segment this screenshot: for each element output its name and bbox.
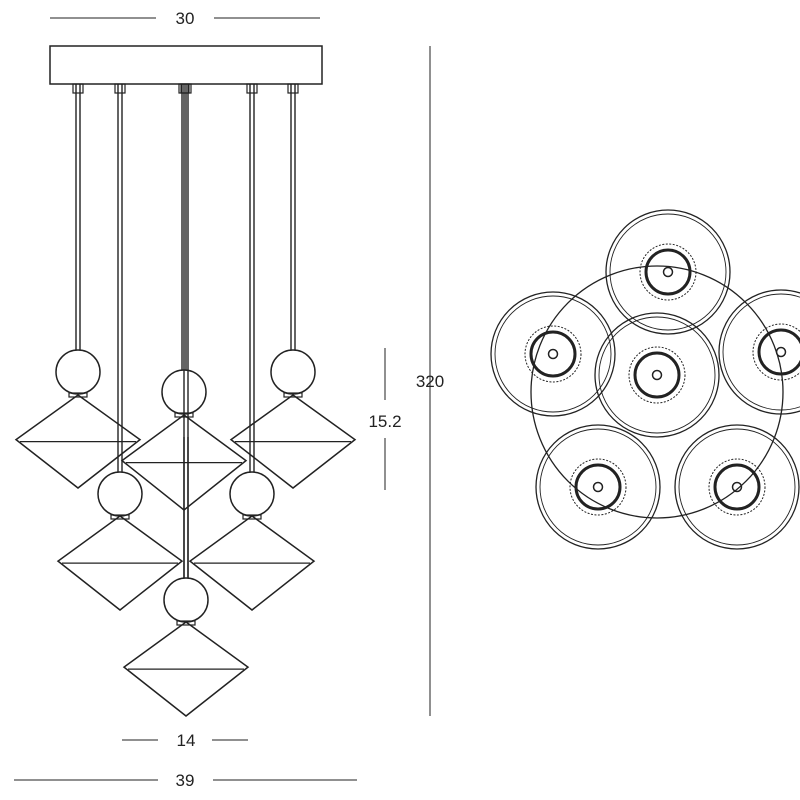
shade-rim-outer (674, 424, 800, 550)
pendant-shades (14, 349, 357, 717)
plan-shades (490, 209, 800, 550)
globe-bulb (229, 471, 275, 517)
pendant (229, 349, 357, 489)
shade-rim-inner (722, 293, 800, 411)
cable-connector (114, 83, 126, 94)
pendant (188, 471, 316, 611)
shade-collar (176, 620, 196, 626)
center-point (662, 266, 674, 278)
shade-rim-outer (490, 291, 616, 417)
shade-rim-outer (594, 312, 720, 438)
cable-connector (246, 83, 258, 94)
shade-rim-outer (718, 289, 800, 415)
plan-shade (490, 291, 616, 417)
globe-outline (524, 325, 582, 383)
front-view (14, 45, 357, 717)
pendant-cables (72, 83, 299, 578)
globe-bulb (270, 349, 316, 395)
shade-rim-outer (605, 209, 731, 335)
globe-outline (752, 323, 800, 381)
diamond-shade (122, 621, 250, 717)
globe-ring (574, 463, 622, 511)
shade-rim-inner (539, 428, 657, 546)
globe-bulb (163, 577, 209, 623)
plan-shade (718, 289, 800, 415)
plan-shade (674, 424, 800, 550)
ceiling-canopy (49, 45, 323, 85)
shade-rim-inner (598, 316, 716, 434)
dimension-canopy-width: 30 (50, 9, 320, 28)
diamond-shade (188, 515, 316, 611)
globe-ring (713, 463, 761, 511)
cable-connector (287, 83, 299, 94)
shade-width-label: 14 (177, 731, 196, 750)
globe-outline (569, 458, 627, 516)
center-point (547, 348, 559, 360)
center-point (651, 369, 663, 381)
shade-collar (174, 412, 194, 418)
shade-height-label: 15.2 (368, 412, 401, 431)
shade-rim-inner (494, 295, 612, 413)
plan-shade (594, 312, 720, 438)
center-point (775, 346, 787, 358)
globe-ring (757, 328, 800, 376)
plan-shade (535, 424, 661, 550)
globe-bulb (55, 349, 101, 395)
pendant (122, 577, 250, 717)
canopy-width-label: 30 (176, 9, 195, 28)
plan-shade (605, 209, 731, 335)
center-point (731, 481, 743, 493)
overall-height-label: 320 (416, 372, 444, 391)
pendant (14, 349, 142, 489)
center-point (592, 481, 604, 493)
globe-bulb (97, 471, 143, 517)
canopy-outline-plan (530, 265, 784, 519)
shade-collar (68, 392, 88, 398)
dimension-shade-width: 14 (122, 731, 248, 750)
globe-bulb (161, 369, 207, 415)
globe-outline (639, 243, 697, 301)
globe-outline (708, 458, 766, 516)
pendant (56, 471, 184, 611)
globe-ring (633, 351, 681, 399)
dimension-overall-height: 320 (416, 46, 444, 716)
shade-collar (283, 392, 303, 398)
dimension-overall-width: 39 (14, 771, 357, 790)
diamond-shade (56, 515, 184, 611)
cable-connector (180, 83, 192, 94)
shade-rim-inner (678, 428, 796, 546)
shade-rim-inner (609, 213, 727, 331)
top-view (490, 209, 800, 550)
globe-ring (529, 330, 577, 378)
overall-width-label: 39 (176, 771, 195, 790)
pendant (120, 369, 248, 511)
diamond-shade (14, 394, 142, 489)
globe-ring (644, 248, 692, 296)
globe-outline (628, 346, 686, 404)
cable-connector (72, 83, 84, 94)
diamond-shade (120, 414, 248, 511)
shade-collar (110, 514, 130, 520)
shade-rim-outer (535, 424, 661, 550)
shade-collar (242, 514, 262, 520)
dimension-shade-height: 15.2 (368, 348, 402, 490)
diamond-shade (229, 394, 357, 489)
